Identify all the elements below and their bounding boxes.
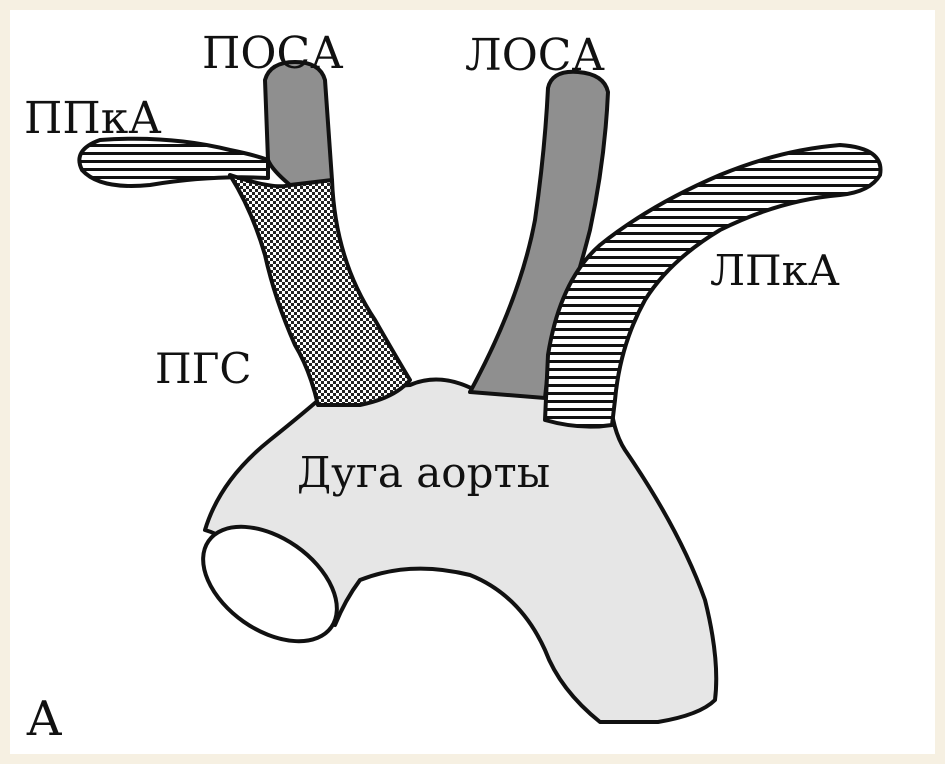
label-left-subclavian: ЛПкА	[710, 250, 840, 292]
label-right-common-carotid: ПОСА	[202, 32, 343, 76]
right-common-carotid-artery	[265, 62, 332, 185]
label-brachiocephalic-trunk: ПГС	[155, 348, 252, 390]
brachiocephalic-trunk	[230, 175, 410, 405]
label-left-common-carotid: ЛОСА	[465, 34, 605, 78]
label-right-subclavian: ППкА	[24, 97, 162, 141]
panel-letter: А	[26, 695, 62, 743]
label-aortic-arch: Дуга аорты	[297, 452, 550, 494]
